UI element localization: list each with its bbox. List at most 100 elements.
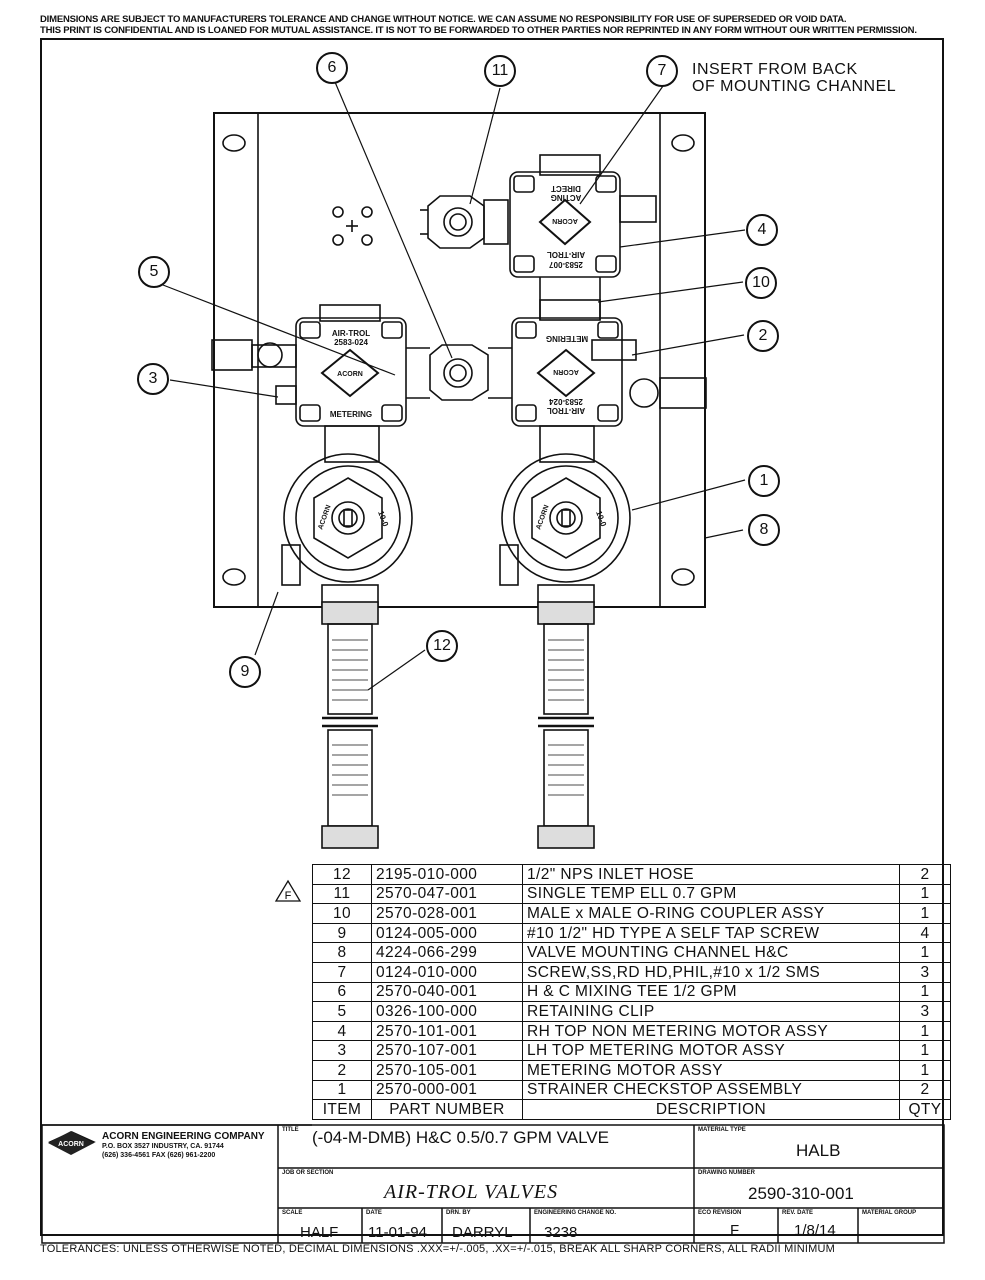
bom-part-number: 2570-105-001 [371, 1059, 523, 1081]
tolerances-footer: TOLERANCES: UNLESS OTHERWISE NOTED, DECI… [40, 1243, 836, 1255]
drawn-by-label: DRN. BY [446, 1210, 471, 1216]
single-temp-ell [420, 195, 509, 249]
bom-item: 5 [312, 1001, 372, 1022]
bom-qty: 1 [899, 1059, 951, 1081]
bom-item: 4 [312, 1020, 372, 1042]
bom-part-number: 2570-107-001 [371, 1040, 523, 1061]
scale-label: SCALE [282, 1210, 303, 1216]
material-label: MATERIAL TYPE [698, 1127, 746, 1133]
bom-part-number: 2570-101-001 [371, 1020, 523, 1042]
bom-qty: 3 [899, 961, 951, 983]
bom-part-number: 0124-010-000 [371, 961, 523, 983]
right-strainer-checkstop [499, 453, 631, 606]
bom-qty: 4 [899, 922, 951, 944]
balloon-11: 11 [484, 55, 516, 87]
svg-text:ACORN: ACORN [58, 1141, 84, 1148]
rh-motor-airtrol: AIR-TROL [547, 250, 585, 259]
bom-part-number: 2195-010-000 [371, 864, 523, 885]
left-inlet-hose [321, 601, 379, 849]
mount-slot-tr [671, 134, 695, 152]
bom-part-number: 0124-005-000 [371, 922, 523, 944]
rev-date-label: REV. DATE [782, 1210, 814, 1216]
job-label: JOB OR SECTION [282, 1170, 334, 1176]
balloon-1: 1 [748, 465, 780, 497]
svg-text:F: F [285, 890, 292, 902]
balloon-5: 5 [138, 256, 170, 288]
disclaimer-line-1: DIMENSIONS ARE SUBJECT TO MANUFACTURERS … [40, 14, 847, 25]
balloon-4: 4 [746, 214, 778, 246]
eco-value: F [730, 1222, 740, 1239]
bom-description: VALVE MOUNTING CHANNEL H&C [522, 942, 900, 963]
bom-part-number: 2570-028-001 [371, 903, 523, 924]
drawing-number-value: 2590-310-001 [748, 1184, 854, 1203]
bom-item: 3 [312, 1040, 372, 1061]
left-motor-metering: METERING [330, 410, 372, 419]
balloon-10: 10 [745, 267, 777, 299]
bom-item: 6 [312, 981, 372, 1003]
balloon-2: 2 [747, 320, 779, 352]
revision-triangle-icon: F [274, 879, 302, 902]
disclaimer-line-2: THIS PRINT IS CONFIDENTIAL AND IS LOANED… [40, 25, 917, 36]
bom-part-number: 2570-047-001 [371, 883, 523, 905]
mount-slot-tl [222, 134, 246, 152]
balloon-12: 12 [426, 630, 458, 662]
metering-motor-part: 2583-024 [549, 397, 583, 406]
mounting-channel [213, 112, 706, 608]
bom-qty: 1 [899, 1020, 951, 1042]
metering-motor [511, 299, 707, 463]
lh-metering-motor [211, 304, 407, 463]
bom-item: 10 [312, 903, 372, 924]
left-knob-brand: ACORN [317, 504, 332, 531]
rh-motor-part: 2583-007 [549, 260, 583, 269]
ecn-label: ENGINEERING CHANGE NO. [534, 1210, 617, 1216]
balloon-8: 8 [748, 514, 780, 546]
bom-qty: 1 [899, 883, 951, 905]
company-address: P.O. BOX 3527 INDUSTRY, CA. 91744 [102, 1143, 224, 1150]
eco-label: ECO REVISION [698, 1210, 742, 1216]
scale-value: HALF [300, 1224, 339, 1241]
bom-description: LH TOP METERING MOTOR ASSY [522, 1040, 900, 1061]
rh-motor-acting: ACTING [551, 193, 582, 202]
acorn-logo-icon: ACORN [48, 1131, 94, 1155]
hole-pattern [332, 206, 373, 246]
balloon-6: 6 [316, 52, 348, 84]
bom-description: SCREW,SS,RD HD,PHIL,#10 x 1/2 SMS [522, 961, 900, 983]
right-knob-brand: ACORN [535, 504, 550, 531]
bom-description: MALE x MALE O-RING COUPLER ASSY [522, 903, 900, 924]
bom-description: RH TOP NON METERING MOTOR ASSY [522, 1020, 900, 1042]
balloon-9: 9 [229, 656, 261, 688]
drawing-frame [40, 38, 944, 1236]
drawn-by-value: DARRYL [452, 1224, 513, 1241]
bom-header-item: ITEM [312, 1099, 372, 1120]
date-value: 11-01-94 [368, 1224, 427, 1241]
leader-lines [162, 81, 746, 691]
title-block-grid [41, 1124, 945, 1244]
bom-item: 2 [312, 1059, 372, 1081]
left-motor-label: AIR-TROL [332, 329, 370, 338]
metering-motor-label: METERING [546, 334, 588, 343]
company-name: ACORN ENGINEERING COMPANY [102, 1131, 265, 1142]
bom-item: 11 [312, 883, 372, 905]
balloon-3: 3 [137, 363, 169, 395]
bom-qty: 1 [899, 981, 951, 1003]
bom-item: 9 [312, 922, 372, 944]
bom-qty: 1 [899, 942, 951, 963]
metering-motor-airtrol: AIR-TROL [547, 406, 585, 415]
bom-item: 1 [312, 1079, 372, 1101]
bom-qty: 2 [899, 864, 951, 885]
bom-item: 7 [312, 961, 372, 983]
bom-description: 1/2" NPS INLET HOSE [522, 864, 900, 885]
bom-part-number: 4224-066-299 [371, 942, 523, 963]
balloon-7: 7 [646, 55, 678, 87]
date-label: DATE [366, 1210, 382, 1216]
bom-description: METERING MOTOR ASSY [522, 1059, 900, 1081]
left-motor-brand: ACORN [337, 371, 363, 378]
metering-motor-brand: ACORN [553, 368, 579, 375]
bom-header-qty: QTY [899, 1099, 951, 1120]
ecn-value: 3238 [544, 1224, 578, 1241]
bom-item: 12 [312, 864, 372, 885]
